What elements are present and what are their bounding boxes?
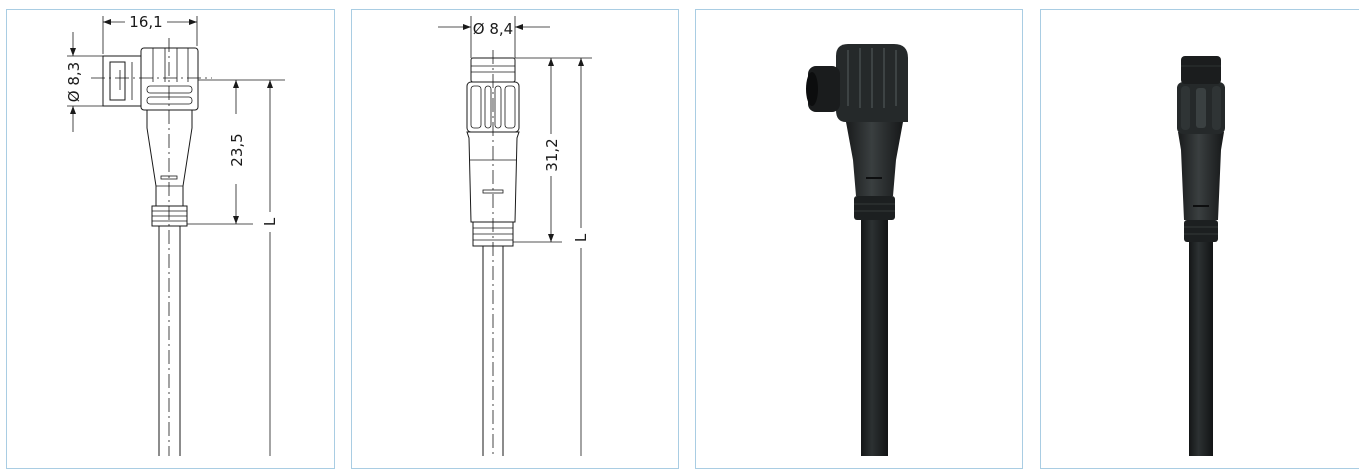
connector-tip [1181, 56, 1221, 84]
dimension-length-label: L [572, 233, 590, 242]
dimension-width-label: 16,1 [129, 13, 162, 31]
connector-body [146, 109, 193, 207]
angled-connector-drawing: 16,1 Ø 8,3 23,5 L [65, 13, 285, 456]
angled-connector-photo-panel [695, 9, 1023, 469]
dimension-length-label: L [261, 217, 279, 226]
straight-connector-drawing-panel: Ø 8,4 31,2 L [351, 9, 679, 469]
angled-connector-photo [806, 44, 908, 456]
cable-nut [1184, 220, 1218, 242]
straight-connector-photo [1177, 56, 1225, 456]
cable [1189, 240, 1213, 456]
straight-connector-photo-panel [1040, 9, 1359, 469]
connector-body [1178, 132, 1224, 220]
connector-head [140, 47, 199, 111]
dimension-diameter-label: Ø 8,3 [65, 62, 83, 102]
dimension-diameter-label: Ø 8,4 [473, 20, 513, 38]
dimension-height-label: 31,2 [543, 138, 561, 171]
angled-connector-drawing-panel: 16,1 Ø 8,3 23,5 L [6, 9, 335, 469]
straight-connector-drawing: Ø 8,4 31,2 L [438, 16, 592, 456]
cable-nut [854, 196, 895, 220]
cable [861, 216, 888, 456]
connector-body [846, 122, 903, 196]
dimension-height-label: 23,5 [228, 133, 246, 166]
